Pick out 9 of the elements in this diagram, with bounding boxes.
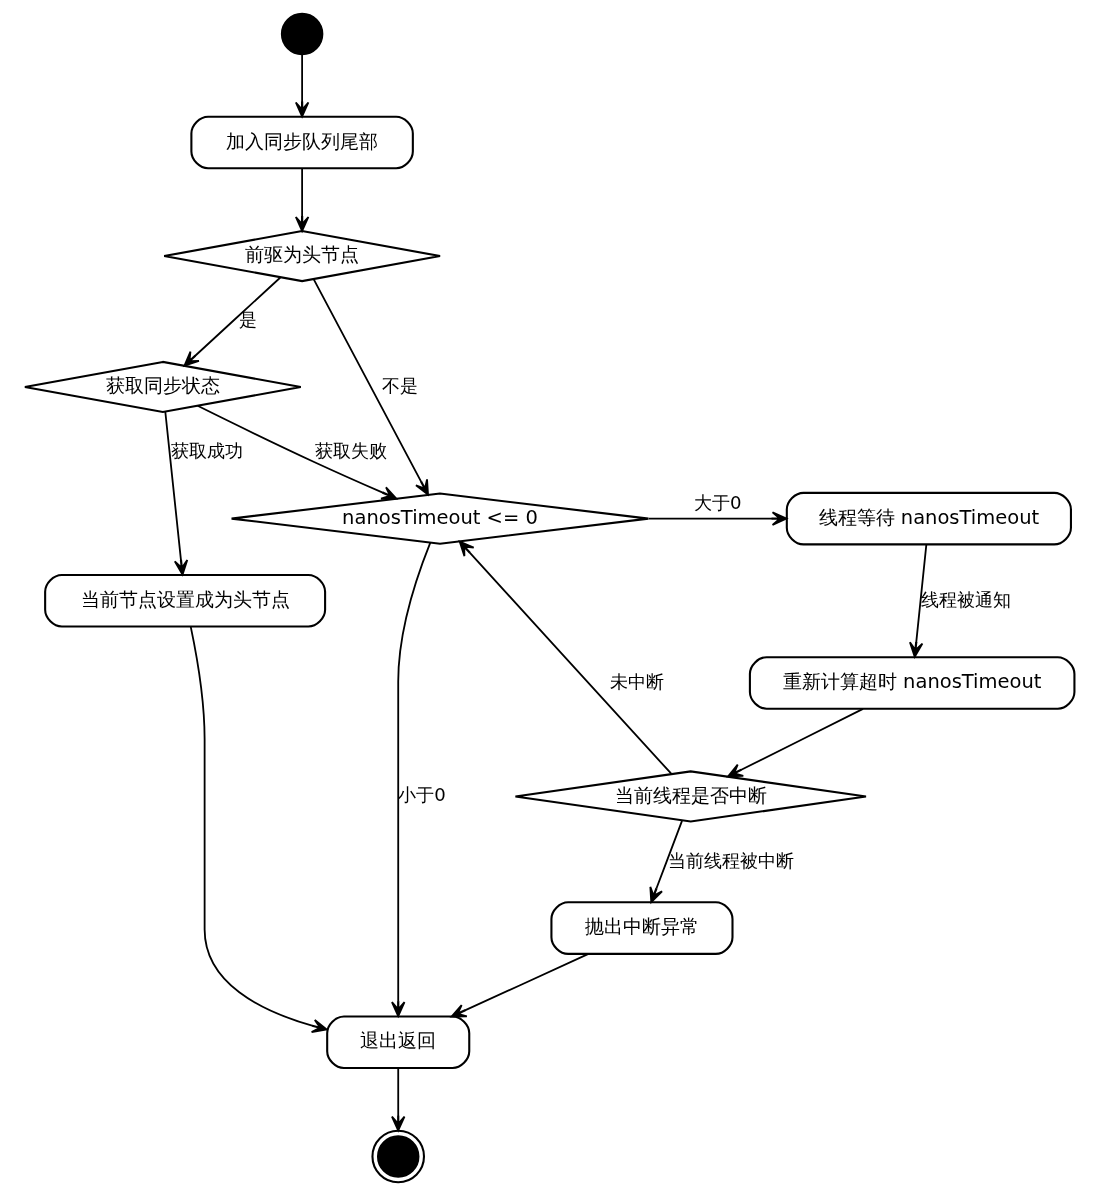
edge-label: 大于0 (693, 492, 741, 514)
edge-label: 未中断 (609, 670, 664, 692)
edge-label: 当前线程被中断 (667, 849, 794, 871)
edge-label: 是 (238, 309, 257, 331)
edge-label: 获取成功 (170, 440, 243, 462)
edge-label: 不是 (381, 374, 418, 396)
edge-label: 线程被通知 (920, 588, 1011, 610)
edge-label: 小于0 (397, 784, 446, 806)
edge-label: 获取失败 (314, 440, 387, 462)
